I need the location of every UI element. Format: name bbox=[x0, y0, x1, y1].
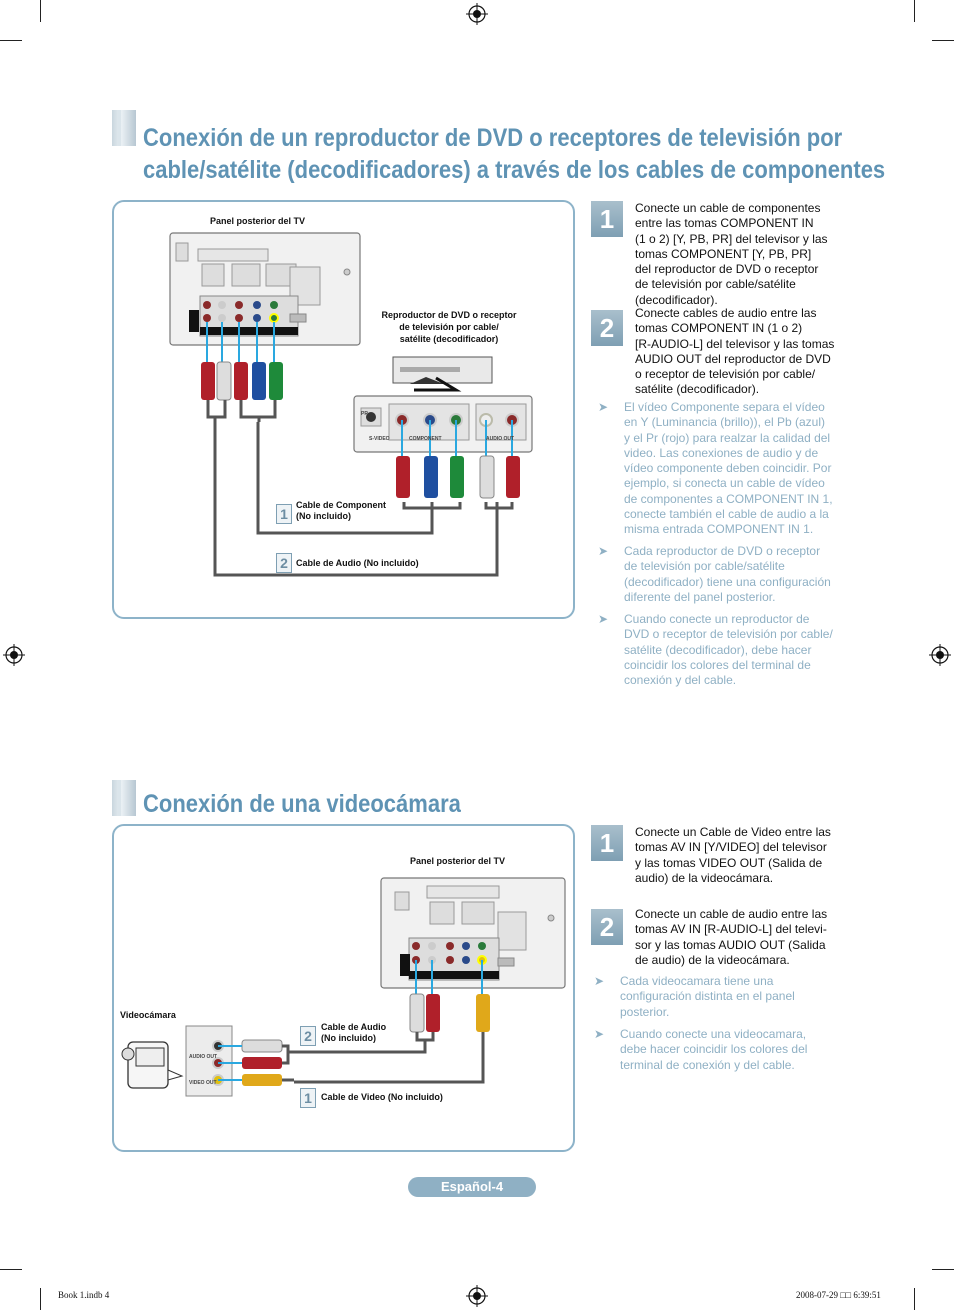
crop-mark bbox=[932, 1269, 954, 1270]
section1-title-line2: cable/satélite (decodificadores) a travé… bbox=[143, 156, 886, 184]
dvd-component-label: COMPONENT bbox=[409, 436, 442, 442]
crop-mark bbox=[914, 1288, 915, 1310]
cam-audio-out-label: AUDIO OUT bbox=[189, 1054, 218, 1060]
dvd-jack-pr: PR bbox=[361, 411, 368, 417]
note-arrow-icon: ➤ bbox=[598, 612, 609, 626]
note-arrow-icon: ➤ bbox=[594, 974, 605, 988]
step2-number: 2 bbox=[591, 310, 623, 346]
cable1-number-2: 1 bbox=[300, 1088, 316, 1108]
cable-audio-label-line1: Cable de Audio bbox=[321, 1022, 387, 1032]
dvd-label-line1: Reproductor de DVD o receptor bbox=[381, 310, 517, 320]
note-arrow-icon: ➤ bbox=[598, 544, 609, 558]
note-arrow-icon: ➤ bbox=[598, 400, 609, 414]
page-number-badge: Español-4 bbox=[408, 1177, 536, 1197]
cam-step1-number: 1 bbox=[591, 825, 623, 861]
note-arrow-icon: ➤ bbox=[594, 1027, 605, 1041]
crop-mark bbox=[0, 40, 22, 41]
cam-note-2: ➤ Cuando conecte una videocamara,debe ha… bbox=[594, 1027, 808, 1072]
camcorder-label: Videocámara bbox=[120, 1010, 176, 1020]
section2-title: Conexión de una videocámara bbox=[143, 790, 461, 818]
camcorder-connection-diagram bbox=[121, 877, 566, 1097]
registration-mark-icon bbox=[3, 644, 25, 666]
tv-panel-label: Panel posterior del TV bbox=[210, 216, 306, 226]
cable2-number: 2 bbox=[276, 553, 292, 573]
registration-mark-icon bbox=[466, 3, 488, 25]
title-bar-decoration bbox=[112, 110, 136, 146]
cable-audio-label-line2: (No incluido) bbox=[321, 1033, 376, 1043]
dvd-diagram-box: Panel posterior del TV Reproductor de DV… bbox=[112, 200, 575, 619]
cam-step2-number: 2 bbox=[591, 909, 623, 945]
title-bar-decoration bbox=[112, 780, 136, 816]
registration-mark-icon bbox=[929, 644, 951, 666]
cable1-label-line2: (No incluido) bbox=[296, 511, 351, 521]
cable2-label: Cable de Audio (No incluido) bbox=[296, 558, 419, 568]
dvd-svideo-label: S-VIDEO bbox=[369, 436, 390, 442]
registration-mark-icon bbox=[466, 1285, 488, 1307]
camcorder-diagram-box: Panel posterior del TV Videocámara AUDIO… bbox=[112, 824, 575, 1152]
cable1-label-line1: Cable de Component bbox=[296, 500, 387, 510]
footer-file-info: Book 1.indb 4 bbox=[58, 1290, 110, 1300]
footer-timestamp: 2008-07-29 □□ 6:39:51 bbox=[796, 1290, 881, 1300]
dvd-label-line3: satélite (decodificador) bbox=[399, 334, 499, 344]
crop-mark bbox=[0, 1269, 22, 1270]
step1-number: 1 bbox=[591, 201, 623, 237]
cable1-number: 1 bbox=[276, 504, 292, 524]
dvd-audio-out-label: AUDIO OUT bbox=[486, 436, 515, 442]
cable-video-label: Cable de Video (No incluido) bbox=[321, 1092, 443, 1102]
dvd-connection-diagram bbox=[169, 232, 533, 577]
dvd-label-line2: de televisión por cable/ bbox=[399, 322, 499, 332]
crop-mark bbox=[932, 40, 954, 41]
cam-video-out-label: VIDEO OUT bbox=[189, 1080, 217, 1086]
crop-mark bbox=[914, 0, 915, 22]
tv-panel-label-2: Panel posterior del TV bbox=[410, 856, 506, 866]
cable2-number-2: 2 bbox=[300, 1026, 316, 1046]
crop-mark bbox=[40, 0, 41, 22]
crop-mark bbox=[40, 1288, 41, 1310]
section1-title-line1: Conexión de un reproductor de DVD o rece… bbox=[143, 124, 843, 152]
